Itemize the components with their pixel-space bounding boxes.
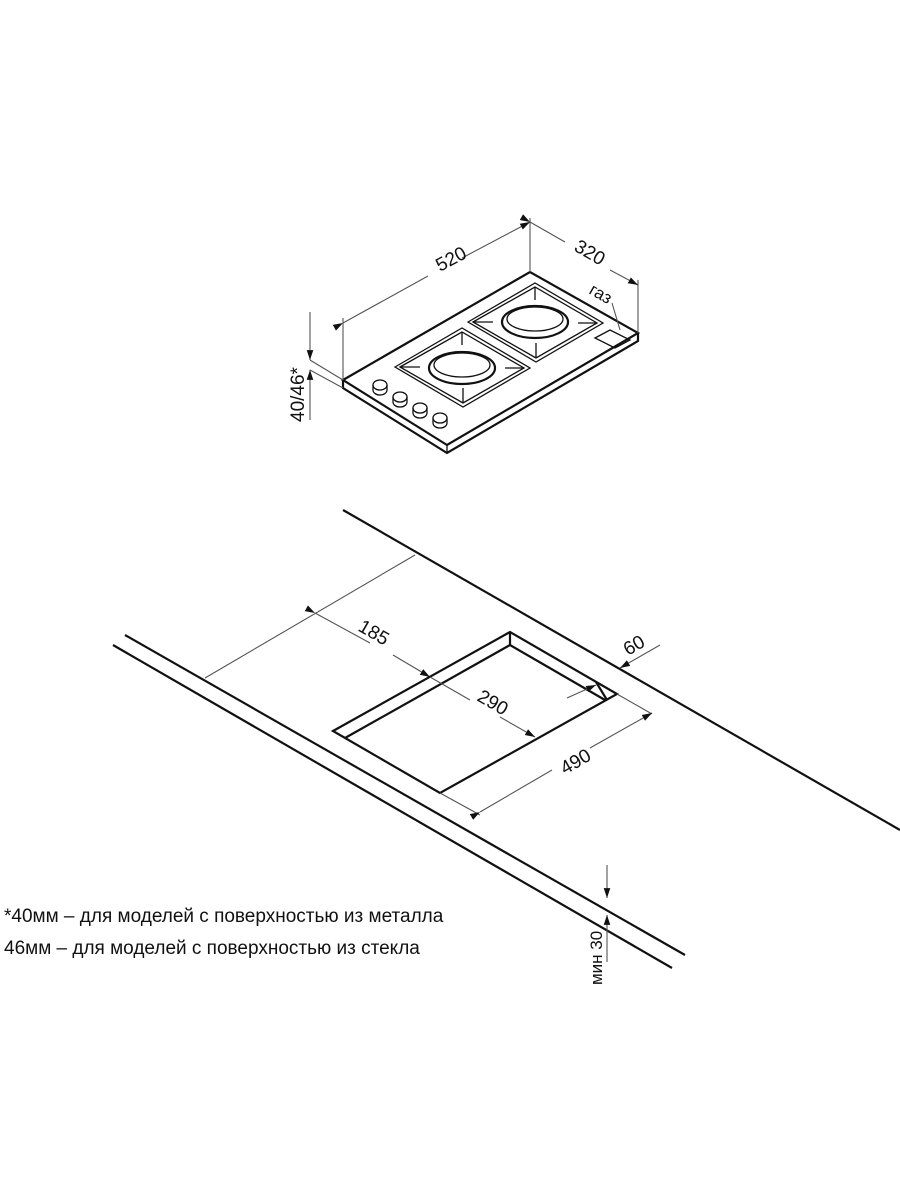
- hob-height-label: 40/46*: [288, 366, 309, 422]
- cutout-width-label: 490: [557, 745, 595, 779]
- min-thickness-label: мин 30: [587, 931, 606, 985]
- hob-drawing: 520 320 40/46* газ: [288, 214, 641, 455]
- burner-grate-left: [393, 327, 532, 408]
- note-glass: 46мм – для моделей с поверхностью из сте…: [4, 938, 420, 959]
- countertop-front-edge: [124, 634, 686, 956]
- countertop-back-edge: [342, 509, 900, 831]
- hob-depth-label: 320: [571, 236, 609, 270]
- hob-edge: [341, 333, 640, 455]
- burner-left: [427, 350, 497, 386]
- control-knobs: [372, 379, 448, 429]
- hob-width-label: 520: [432, 243, 470, 276]
- note-metal: *40мм – для моделей с поверхностью из ме…: [4, 906, 444, 927]
- cutout-depth-label: 290: [474, 686, 512, 720]
- gas-label: газ: [586, 280, 615, 308]
- burner-right: [500, 304, 570, 340]
- countertop-drawing: 185 290 490 60 мин 30: [112, 509, 900, 985]
- burner-grate-right: [466, 282, 605, 363]
- gas-connector: [593, 329, 632, 349]
- cutout-back-offset-label: 185: [355, 616, 393, 650]
- cutout-side-offset-label: 60: [620, 632, 649, 661]
